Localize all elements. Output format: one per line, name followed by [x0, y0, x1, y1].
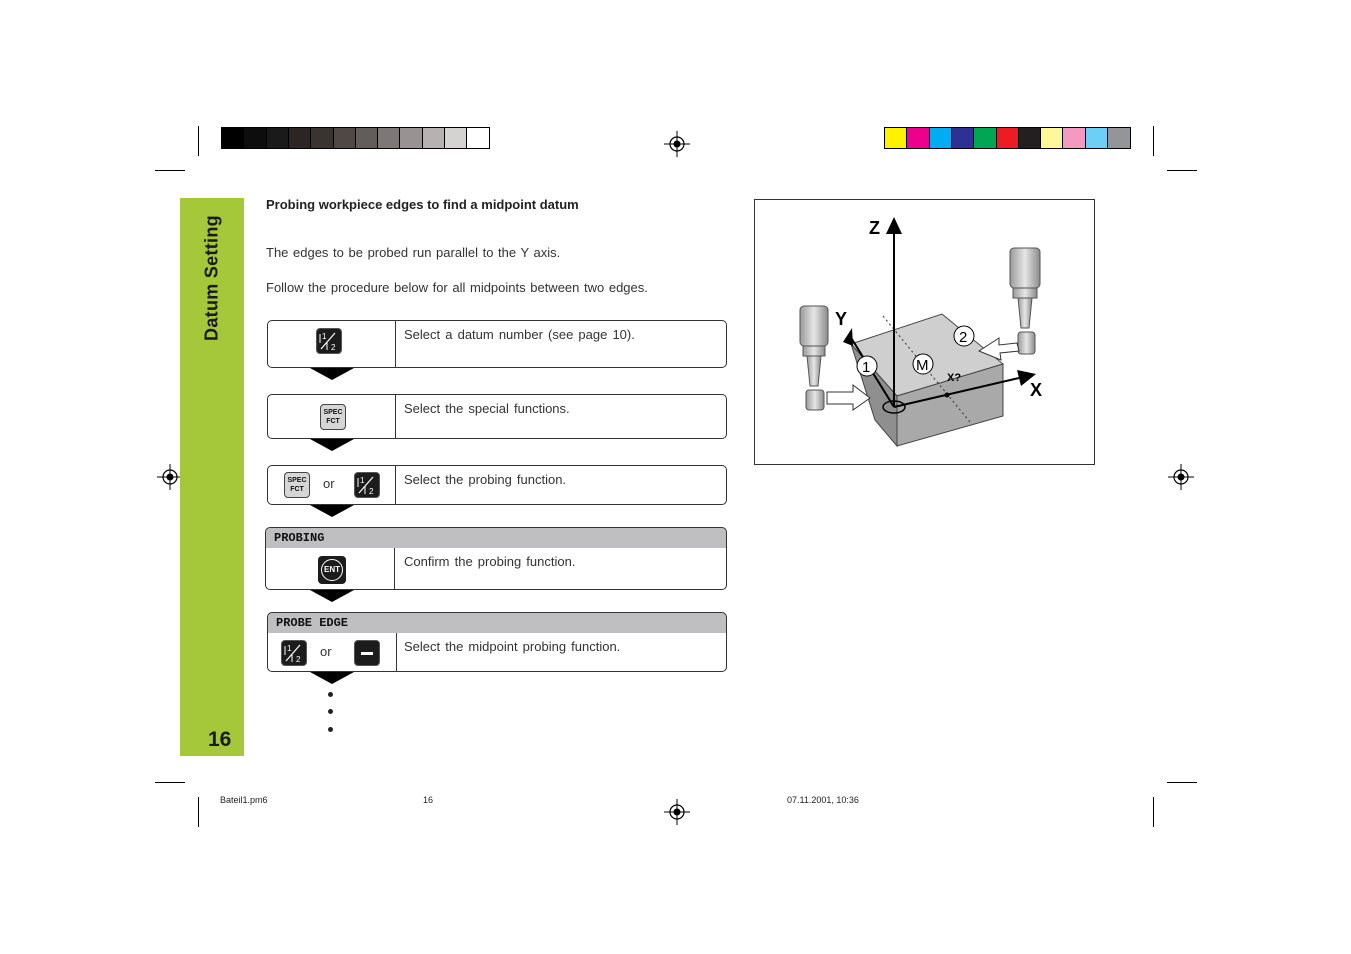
color-swatch	[444, 127, 468, 149]
color-swatch	[1040, 127, 1065, 149]
minus-key-icon	[354, 640, 380, 666]
svg-text:2: 2	[369, 487, 374, 496]
crop-mark	[155, 170, 185, 171]
crop-mark	[155, 782, 185, 783]
marker-2: 2	[959, 329, 967, 346]
section-sidebar: Datum Setting 16	[180, 198, 244, 756]
or-connector: or	[323, 476, 335, 491]
color-swatch	[243, 127, 268, 149]
section-title: Datum Setting	[201, 215, 222, 341]
workpiece-diagram: Z X Y X? 1 M 2	[799, 217, 1042, 448]
color-swatch	[1084, 127, 1109, 149]
step-arrow-icon	[310, 439, 354, 451]
crop-mark	[1153, 126, 1154, 156]
step-text: Select the midpoint probing function.	[404, 639, 621, 654]
footer-timestamp: 07.11.2001, 10:36	[787, 795, 859, 805]
registration-mark-icon	[1168, 464, 1194, 490]
step-arrow-icon	[310, 368, 354, 380]
marker-1: 1	[862, 359, 870, 376]
svg-text:1: 1	[287, 644, 292, 653]
step-text: Select the probing function.	[404, 472, 567, 487]
page-number: 16	[208, 728, 232, 751]
crop-mark	[198, 797, 199, 827]
page-heading: Probing workpiece edges to find a midpoi…	[266, 197, 579, 212]
registration-mark-icon	[664, 799, 690, 825]
color-swatch	[377, 127, 402, 149]
crop-mark	[1167, 170, 1197, 171]
step-arrow-icon	[310, 505, 354, 517]
color-swatch	[928, 127, 953, 149]
footer-filename: Bateil1.pm6	[220, 795, 268, 805]
color-swatch	[399, 127, 424, 149]
registration-mark-icon	[157, 464, 183, 490]
axis-label-x: X	[1030, 380, 1042, 400]
continuation-dot	[328, 709, 333, 714]
unknown-x-label: X?	[947, 372, 961, 384]
svg-text:1: 1	[360, 476, 365, 485]
color-swatch	[1017, 127, 1042, 149]
color-swatch	[310, 127, 335, 149]
procedure-paragraph: Follow the procedure below for all midpo…	[266, 280, 648, 295]
registration-mark-icon	[664, 131, 690, 157]
color-swatch	[287, 127, 312, 149]
color-swatch	[950, 127, 975, 149]
step-arrow-icon	[310, 590, 354, 602]
intro-paragraph: The edges to be probed run parallel to t…	[266, 245, 561, 260]
ent-key-icon: ENT	[318, 556, 346, 584]
probing-illustration: Z X Y X? 1 M 2	[754, 199, 1095, 465]
color-swatch	[466, 127, 491, 149]
color-swatch	[265, 127, 290, 149]
procedure-step-4: ENT Confirm the probing function.	[265, 548, 727, 590]
color-swatch	[906, 127, 931, 149]
display-readout: PROBE EDGE	[267, 612, 727, 634]
crop-mark	[198, 126, 199, 156]
color-swatch	[354, 127, 379, 149]
color-swatch	[1107, 127, 1131, 149]
crop-mark	[1167, 782, 1197, 783]
axis-label-z: Z	[869, 218, 880, 238]
svg-text:2: 2	[296, 655, 301, 664]
step-arrow-icon	[310, 672, 354, 684]
crop-mark	[1153, 797, 1154, 827]
footer-page: 16	[423, 795, 434, 805]
color-swatch	[221, 127, 245, 149]
color-swatch	[421, 127, 446, 149]
svg-text:1: 1	[322, 332, 327, 341]
continuation-dot	[328, 692, 333, 697]
color-swatch	[884, 127, 908, 149]
color-swatch	[995, 127, 1020, 149]
step-text: Confirm the probing function.	[404, 554, 576, 569]
color-swatch	[973, 127, 998, 149]
step-text: Select the special functions.	[404, 401, 570, 416]
display-readout: PROBING	[265, 527, 727, 549]
or-connector: or	[320, 644, 332, 659]
step-text: Select a datum number (see page 10).	[404, 327, 635, 342]
continuation-dot	[328, 727, 333, 732]
color-swatch	[332, 127, 357, 149]
marker-m: M	[916, 357, 929, 374]
axis-label-y: Y	[835, 309, 847, 329]
color-swatch	[1062, 127, 1087, 149]
svg-text:2: 2	[331, 343, 336, 352]
